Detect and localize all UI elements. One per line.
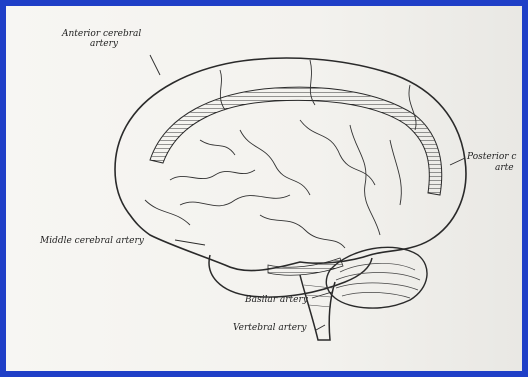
label-middle-cerebral-artery: Middle cerebral artery xyxy=(39,236,145,246)
label-vertebral-artery: Vertebral artery xyxy=(233,323,307,333)
anterior-cerebral-artery-band xyxy=(150,87,442,195)
middle-cerebral-artery-band xyxy=(268,258,343,275)
label-posterior-cerebral-artery-2: arte xyxy=(495,163,514,173)
label-anterior-cerebral-artery-1: Anterior cerebral xyxy=(61,29,141,39)
label-posterior-cerebral-artery-1: Posterior c xyxy=(466,152,516,162)
label-anterior-cerebral-artery-2: artery xyxy=(90,39,119,49)
label-basilar-artery: Basilar artery xyxy=(244,295,309,305)
